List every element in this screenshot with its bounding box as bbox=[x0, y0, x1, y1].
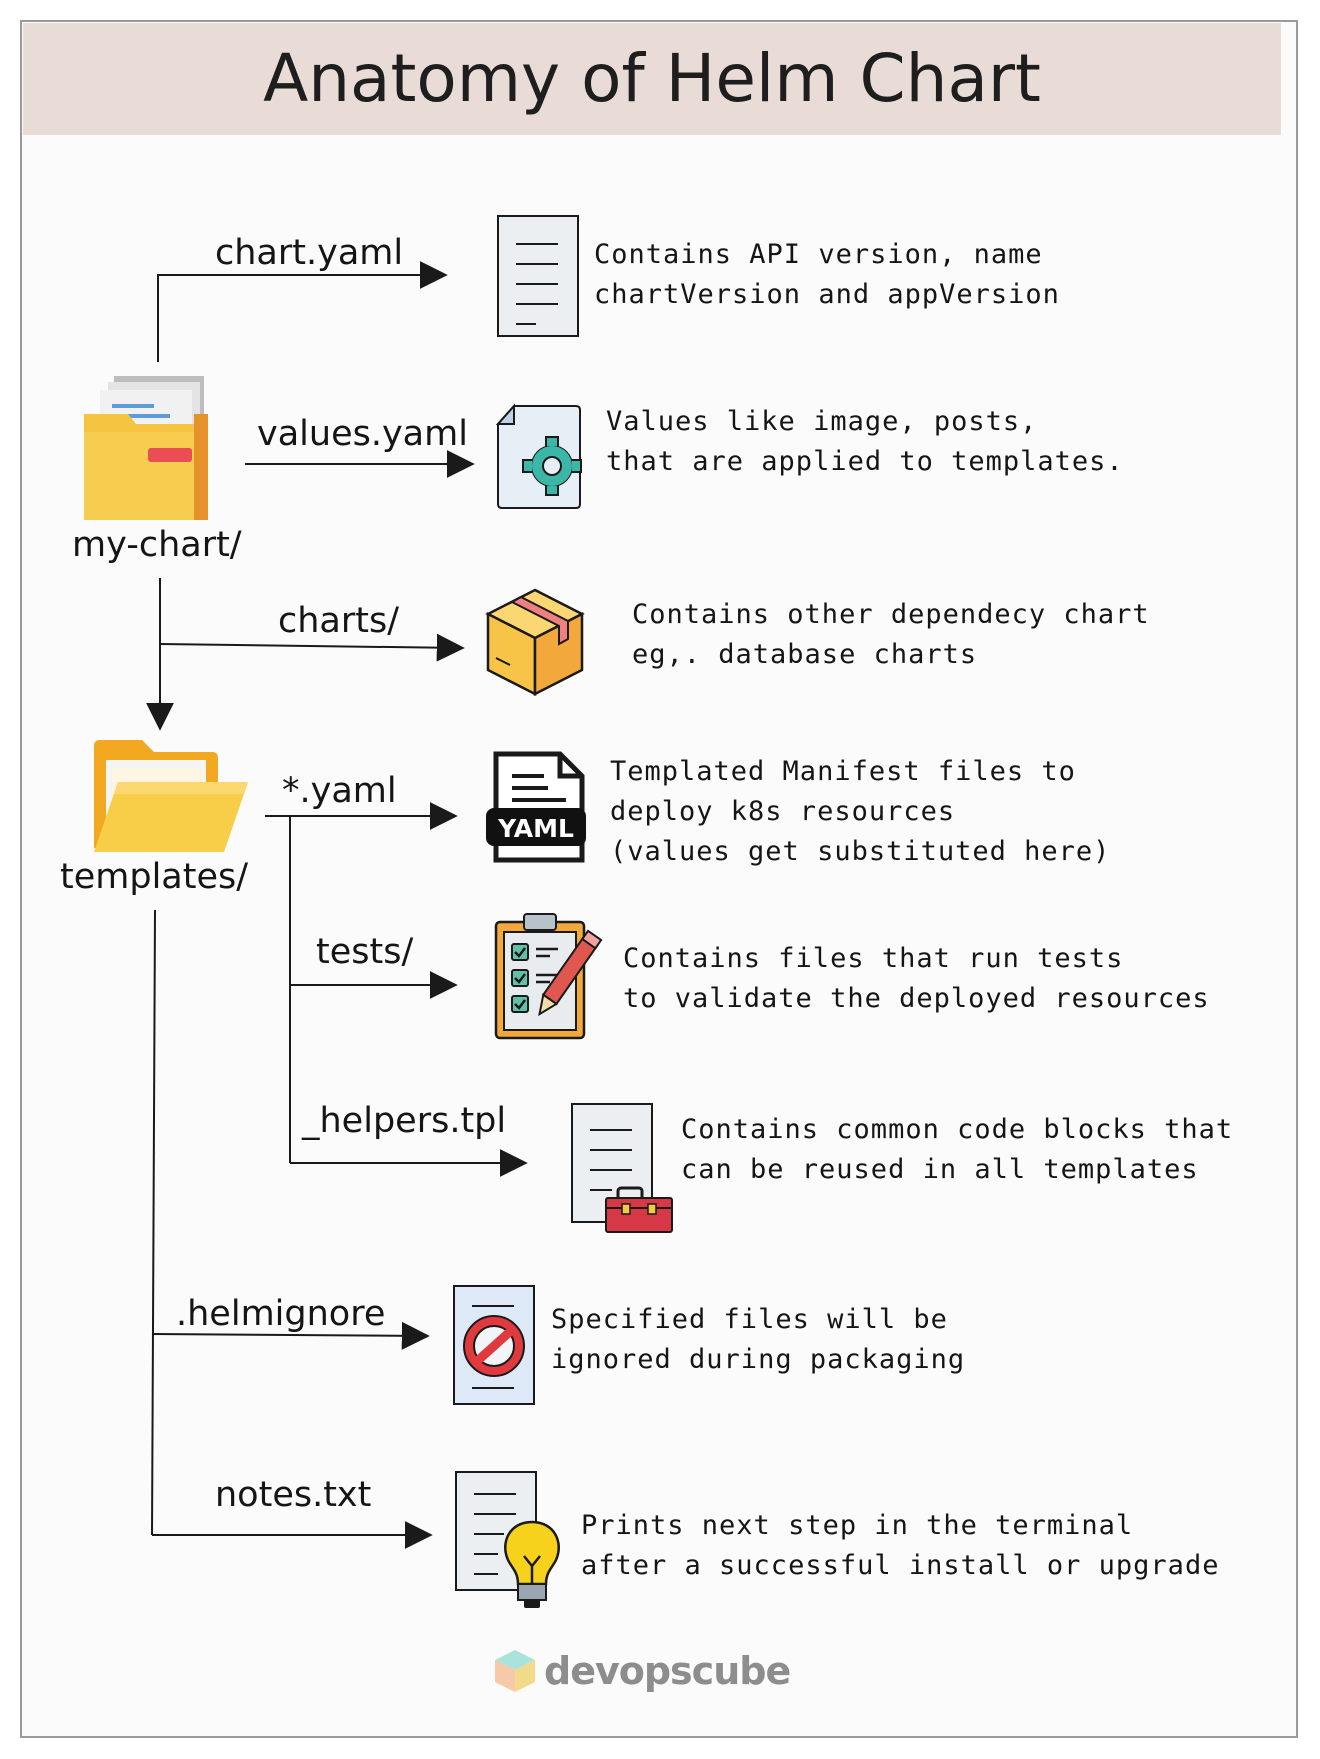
cube-logo-icon bbox=[495, 1650, 535, 1692]
label-chart-yaml: chart.yaml bbox=[215, 233, 404, 273]
diagram-canvas bbox=[20, 20, 1298, 1738]
edge-charts bbox=[159, 633, 465, 662]
document-lightbulb-icon bbox=[455, 1471, 560, 1608]
document-forbidden-icon bbox=[453, 1285, 535, 1405]
label-helpers-tpl: _helpers.tpl bbox=[302, 1101, 507, 1141]
edge-templates-trunk bbox=[151, 909, 156, 1536]
edge-helmignore bbox=[151, 1321, 430, 1350]
folder-with-files-icon bbox=[84, 376, 208, 520]
package-box-icon bbox=[485, 588, 585, 697]
node-templates: templates/ bbox=[60, 857, 249, 897]
checklist-clipboard-icon bbox=[494, 913, 603, 1040]
title-banner bbox=[23, 23, 1281, 135]
brand-name: devopscube bbox=[544, 1649, 791, 1693]
label-helmignore: .helmignore bbox=[176, 1294, 386, 1334]
brand-logo: devopscube bbox=[492, 1648, 791, 1694]
label-tests: tests/ bbox=[316, 932, 414, 972]
edge-chart-yaml bbox=[157, 261, 448, 362]
settings-file-icon bbox=[495, 403, 582, 509]
document-toolbox-icon bbox=[571, 1103, 673, 1233]
page-title: Anatomy of Helm Chart bbox=[263, 40, 1041, 117]
document-icon bbox=[497, 215, 579, 337]
yaml-badge: YAML bbox=[497, 814, 574, 843]
label-values-yaml: values.yaml bbox=[257, 414, 468, 454]
label-notes-txt: notes.txt bbox=[215, 1475, 372, 1515]
label-star-yaml: *.yaml bbox=[282, 771, 397, 811]
yaml-file-icon: YAML bbox=[486, 751, 586, 863]
desc-values-yaml: Values like image, posts,that are applie… bbox=[606, 406, 1124, 477]
label-charts: charts/ bbox=[278, 601, 400, 641]
node-my-chart: my-chart/ bbox=[72, 525, 242, 565]
open-folder-icon bbox=[94, 740, 248, 852]
